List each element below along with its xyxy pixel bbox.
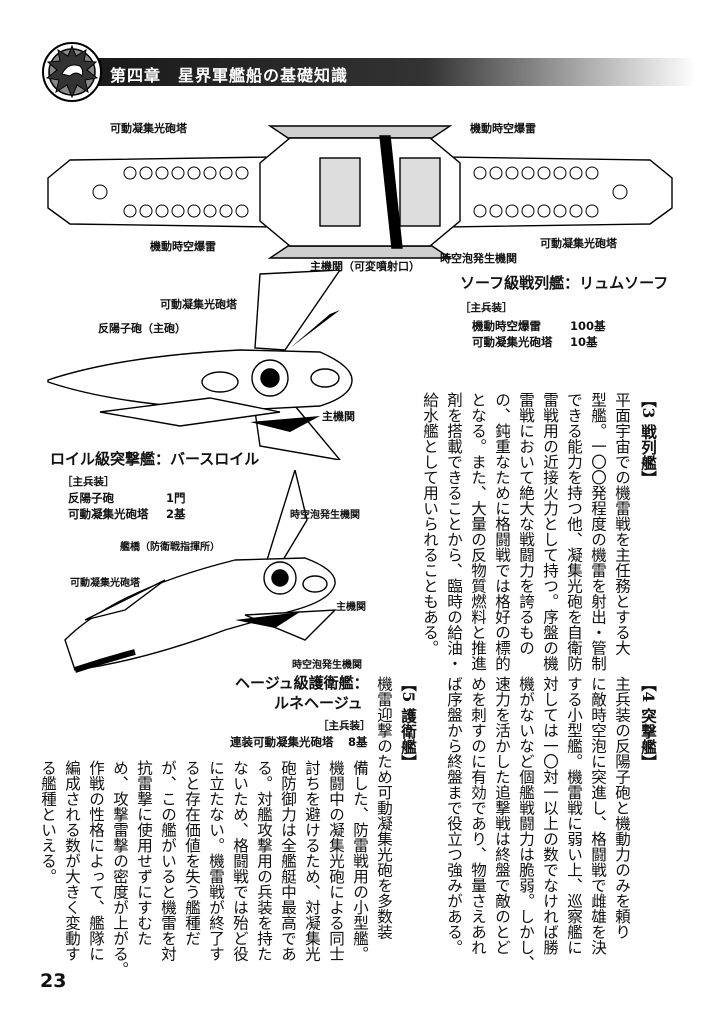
text-line: 砲防御力は全艦艇中最高であ [279, 760, 297, 962]
text-line: となる。また、大量の反物質燃料と推進 [469, 392, 487, 671]
text-line: めを刺すのに有効であり、物量さえあれ [469, 676, 487, 955]
label-bubble-generator: 時空泡発生機関 [290, 510, 360, 521]
ship-title: ルネヘージュ [274, 694, 363, 712]
text-line: が、この艦がいると機雷を対 [159, 760, 177, 962]
text-line: に立たない。機雷戦が終了す [207, 760, 225, 962]
label-main-engine: 主機関 [322, 410, 355, 423]
text-line: する小型艦。機雷戦に弱い上、巡察艦に [565, 676, 583, 955]
text-line: 備した、防雷戦用の小型艦。 [351, 760, 369, 962]
label-mine: 機動時空爆雷 [470, 122, 536, 135]
section-heading: 【3 戦列艦】 [639, 392, 658, 486]
label-bubble-generator: 時空泡発生機関 [292, 660, 362, 671]
chapter-title: 第四章 星界軍艦船の基礎知識 [110, 66, 349, 85]
text-line: 作戦の性格によって、艦隊に [87, 760, 105, 962]
label-turret: 可動凝集光砲塔 [160, 298, 237, 311]
armament-heading: ［主兵装］ [62, 476, 115, 488]
section-battleship: 【3 戦列艦】 平面宇宙での機雷戦を主任務とする大 型艦。一〇〇発程度の機雷を射… [410, 392, 660, 671]
star-emblem-icon [42, 42, 102, 102]
text-line: 機雷迎撃のため可動凝集光砲を多数装 [375, 676, 393, 940]
text-line: 速力を活かした追撃戦は終盤で敵のとど [493, 676, 511, 955]
text-line: 平面宇宙での機雷戦を主任務とする大 [613, 392, 631, 656]
text-line: 対しては一〇対一以上の数でなければ勝 [541, 676, 559, 955]
label-turret: 可動凝集光砲塔 [70, 578, 140, 589]
text-line: 主兵装の反陽子砲と機動力のみを頼り [613, 676, 631, 940]
page-number: 23 [40, 970, 67, 992]
text-line: 討ちを避けるため、対凝集光 [303, 760, 321, 962]
armament-heading: ［主兵装］ [460, 302, 513, 314]
text-line: 編成される数が大きく変動す [63, 760, 81, 962]
ship-illustration-lunehage [64, 470, 337, 673]
text-line: 型艦。一〇〇発程度の機雷を射出・管制 [589, 392, 607, 671]
armament-heading: ［主兵装］ [318, 720, 371, 732]
ship-illustration-rhumsorf [47, 125, 673, 259]
section-escort-ship: 【5 護衛艦】 機雷迎撃のため可動凝集光砲を多数装 備した、防雷戦用の小型艦。 … [39, 676, 420, 977]
label-bubble-generator: 時空泡発生機関 [440, 252, 517, 265]
label-bridge: 艦橋（防衛戦指揮所） [120, 542, 220, 553]
text-line: 給水艦として用いられることもある。 [421, 392, 439, 656]
text-line: ないため、格闘戦では殆ど役 [231, 760, 249, 962]
section-heading: 【4 突撃艦】 [639, 676, 658, 770]
text-line: め、攻撃雷撃の密度が上がる。 [111, 760, 129, 977]
section-assault-ship: 【4 突撃艦】 主兵装の反陽子砲と機動力のみを頼り に敵時空泡に突進し、格闘戦で… [440, 676, 660, 971]
text-line: 機がないなど個艦戦闘力は脆弱。しかし、 [517, 676, 535, 971]
label-mine: 機動時空爆雷 [150, 240, 216, 253]
ship-title: ソーフ級戦列艦：リュムソーフ [460, 274, 669, 292]
text-line: 雷戦用の近接火力として持つ。序盤の機 [541, 392, 559, 671]
ship-title: ロイル級突撃艦：バースロイル [50, 450, 260, 468]
chapter-header: 第四章 星界軍艦船の基礎知識 [40, 40, 696, 104]
chapter-header-bar [96, 58, 696, 86]
text-line: る艦種といえる。 [39, 760, 57, 884]
text-line: る。対艦攻撃用の兵装を持た [255, 760, 273, 962]
label-turret: 可動凝集光砲塔 [540, 237, 617, 250]
label-main-engine: 主機関 [336, 602, 366, 613]
text-line: 雷戦において絶大な戦闘力を誇るもの [517, 392, 535, 656]
text-line: ば序盤から終盤まで役立つ強みがある。 [445, 676, 463, 955]
ship-illustration-basroil [47, 270, 353, 460]
text-line: 剤を搭載できることから、臨時の給油・ [445, 392, 463, 671]
section-heading: 【5 護衛艦】 [399, 676, 418, 770]
text-line: 抗雷撃に使用せずにすむた [135, 760, 153, 946]
label-antiproton-cannon: 反陽子砲（主砲） [98, 322, 186, 335]
label-turret: 可動凝集光砲塔 [110, 122, 187, 135]
text-line: の、鈍重なために格闘戦では格好の標的 [493, 392, 511, 671]
text-line: に敵時空泡に突進し、格闘戦で雌雄を決 [589, 676, 607, 955]
text-line: 機闘中の凝集光砲による同士 [327, 760, 345, 962]
text-line: ると存在価値を失う艦種だ [183, 760, 201, 946]
text-line: できる能力を持つ他、凝集光砲を自衛防 [565, 392, 583, 671]
ship-title: ヘージュ級護衛艦： [235, 674, 369, 692]
